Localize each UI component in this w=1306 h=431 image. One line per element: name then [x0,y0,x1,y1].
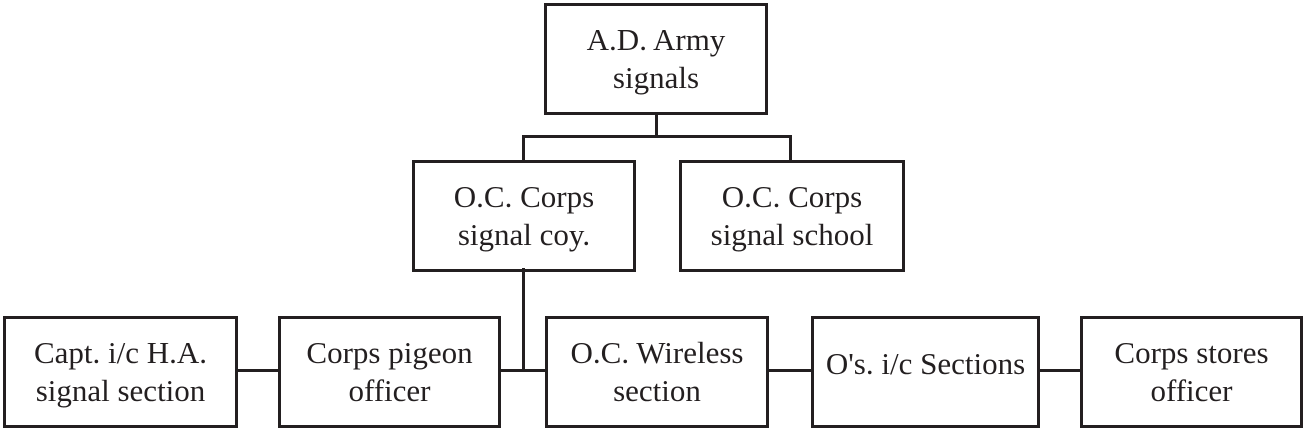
node-label-line2: officer [1150,373,1233,408]
node-label-line1: Corps stores [1114,335,1269,370]
node-label-line1: O.C. Wireless [570,335,744,370]
node-label-line1: A.D. Army [586,22,726,57]
connector-to-coy [522,135,525,162]
node-os-ic-sections: O's. i/c Sections [811,316,1040,428]
node-label-line2: officer [348,373,431,408]
node-label-line1: Capt. i/c H.A. [33,335,208,370]
node-label-line2: signal coy. [457,217,591,252]
node-label-line2: signal school [710,217,874,252]
node-label-line1: O's. i/c Sections [825,346,1026,381]
connector-coy-down [522,268,525,372]
connector-wireless-sections [766,369,814,372]
connector-to-school [789,135,792,162]
node-capt-ha-signal-section: Capt. i/c H.A.signal section [3,316,238,428]
node-label-line2: section [613,373,701,408]
node-label-line1: O.C. Corps [453,179,595,214]
connector-capt-pigeon [235,369,280,372]
node-label-line2: signal section [35,373,206,408]
node-label-line1: Corps pigeon [306,335,473,370]
connector-level2-bar [522,135,792,138]
connector-sections-stores [1038,369,1082,372]
connector-top-down [655,112,658,138]
node-label-line2: signals [612,60,700,95]
connector-pigeon-wireless [498,369,548,372]
node-label-line1: O.C. Corps [721,179,863,214]
